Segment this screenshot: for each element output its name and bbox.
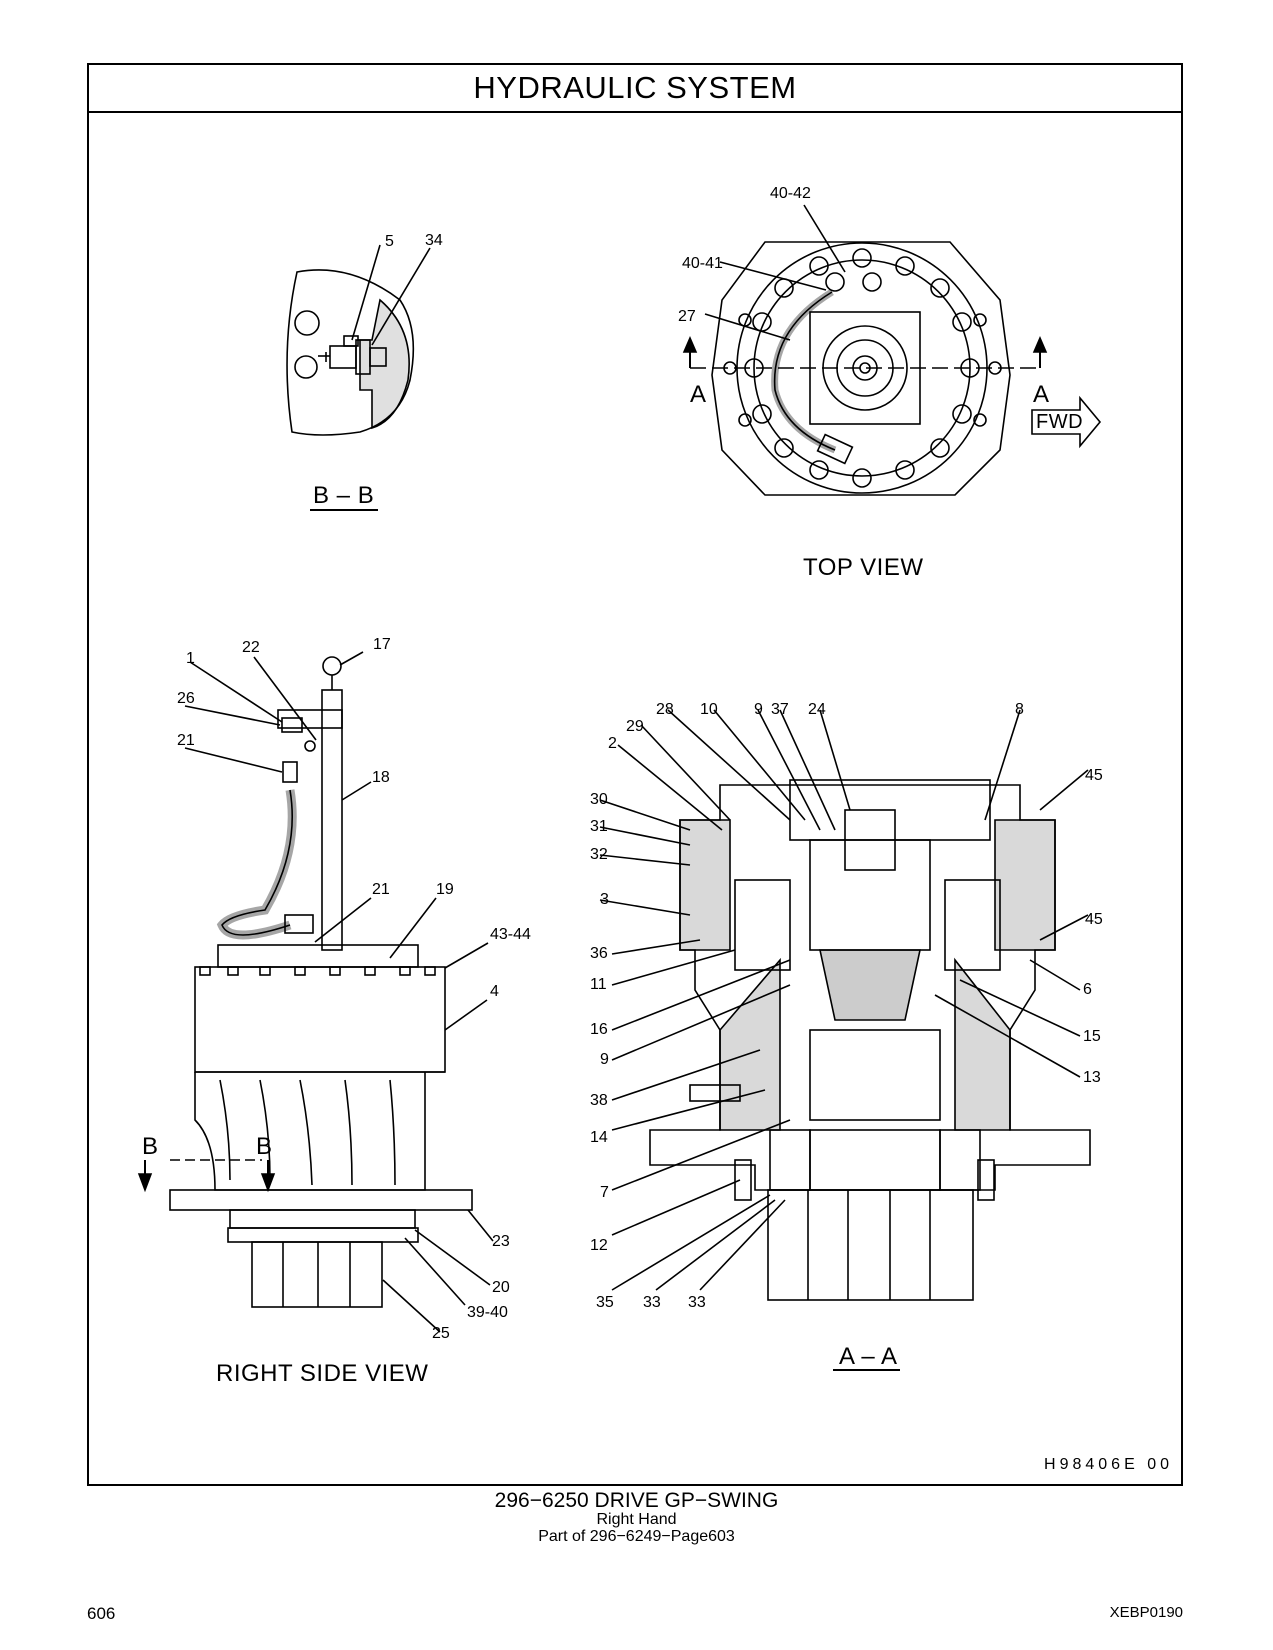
callout-label: 22 — [242, 639, 260, 656]
callout-label: 45 — [1085, 767, 1103, 784]
callout-label: 11 — [590, 976, 607, 993]
section-aa-drawing — [599, 709, 1091, 1371]
callout-label: 29 — [626, 718, 644, 735]
callout-label: 40-41 — [682, 255, 723, 272]
callout-label: 31 — [590, 818, 608, 835]
part-title: 296−6250 DRIVE GP−SWING — [494, 1489, 779, 1512]
right-side-view-title: RIGHT SIDE VIEW — [216, 1360, 429, 1387]
callout-label: 25 — [432, 1325, 450, 1342]
callout-label: 45 — [1085, 911, 1103, 928]
top-view-drawing — [682, 204, 1102, 496]
section-marker-a-left: A — [690, 381, 707, 408]
callout-label: 9 — [754, 701, 763, 718]
callout-label: 4 — [490, 983, 499, 1000]
callout-label: 7 — [600, 1184, 609, 1201]
callout-label: 5 — [385, 233, 394, 250]
callout-label: 24 — [808, 701, 826, 718]
right-side-view-drawing — [137, 651, 494, 1333]
callout-label: 43-44 — [490, 926, 531, 943]
callout-label: 8 — [1015, 701, 1024, 718]
callout-label: 18 — [372, 769, 390, 786]
callout-label: 21 — [177, 732, 195, 749]
callout-label: 32 — [590, 846, 608, 863]
callout-label: 36 — [590, 945, 608, 962]
callout-label: 19 — [436, 881, 454, 898]
callout-label: 12 — [590, 1237, 608, 1254]
callout-label: 20 — [492, 1279, 510, 1296]
callout-label: 10 — [700, 701, 718, 718]
top-view-title: TOP VIEW — [803, 554, 924, 581]
section-marker-a-right: A — [1033, 381, 1050, 408]
callout-label: 14 — [590, 1129, 608, 1146]
callout-label: 3 — [600, 891, 609, 908]
section-bb-title: B – B — [313, 482, 375, 509]
callout-label: 9 — [600, 1051, 609, 1068]
section-aa-title: A – A — [839, 1343, 898, 1370]
drawing-number: H98406E 00 — [1044, 1456, 1173, 1473]
callout-label: 35 — [596, 1294, 614, 1311]
callout-label: 28 — [656, 701, 674, 718]
callout-label: 23 — [492, 1233, 510, 1250]
callout-label: 34 — [425, 232, 443, 249]
callout-label: 37 — [771, 701, 789, 718]
callout-label: 33 — [688, 1294, 706, 1311]
callout-label: 33 — [643, 1294, 661, 1311]
callout-label: 6 — [1083, 981, 1092, 998]
callout-label: 27 — [678, 308, 696, 325]
callout-label: 16 — [590, 1021, 608, 1038]
section-bb-drawing — [286, 244, 431, 511]
callout-label: 39-40 — [467, 1304, 508, 1321]
callout-label: 21 — [372, 881, 390, 898]
page-title: HYDRAULIC SYSTEM — [89, 65, 1181, 113]
page-number: 606 — [87, 1604, 116, 1623]
hand-note: Right Hand — [596, 1511, 677, 1528]
callout-label: 40-42 — [770, 185, 811, 202]
callout-label: 2 — [608, 735, 617, 752]
bolt-row — [199, 966, 436, 976]
section-marker-b-left: B — [142, 1133, 159, 1160]
callout-label: 38 — [590, 1092, 608, 1109]
callout-label: 15 — [1083, 1028, 1101, 1045]
fwd-arrow-label: FWD — [1036, 411, 1084, 433]
callout-label: 1 — [186, 650, 195, 667]
part-of-note: Part of 296−6249−Page603 — [538, 1528, 735, 1545]
callout-label: 13 — [1083, 1069, 1101, 1086]
drawing-frame: HYDRAULIC SYSTEM — [87, 63, 1183, 1486]
callout-label: 26 — [177, 690, 195, 707]
section-marker-b-right: B — [256, 1133, 273, 1160]
callout-label: 30 — [590, 791, 608, 808]
callout-label: 17 — [373, 636, 391, 653]
document-id: XEBP0190 — [1109, 1604, 1183, 1621]
